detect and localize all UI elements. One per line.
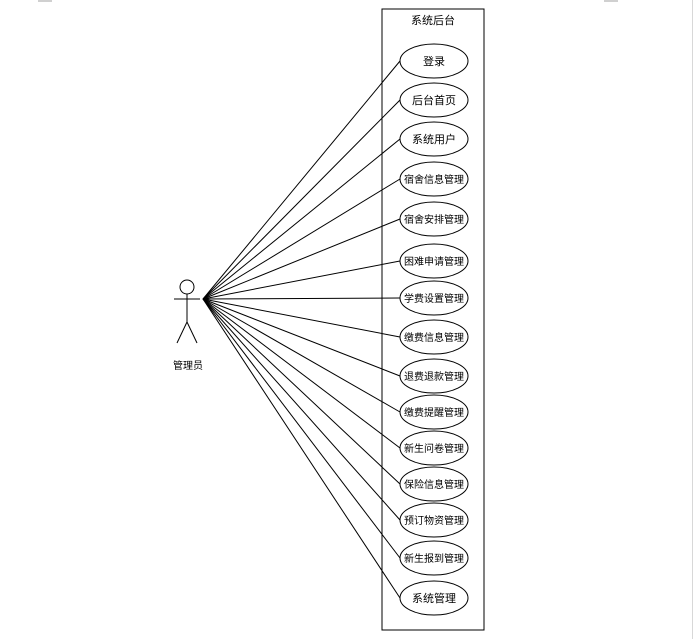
use-case: 系统用户: [399, 121, 469, 157]
use-case: 后台首页: [399, 82, 469, 118]
use-case-label: 缴费提醒管理: [404, 406, 464, 419]
page-corner-mark-left: [38, 0, 52, 2]
association-lines: [202, 60, 401, 599]
actor-left-leg: [176, 321, 188, 344]
association-line: [202, 298, 401, 521]
use-case: 缴费提醒管理: [399, 394, 469, 430]
use-case: 宿舍信息管理: [399, 161, 469, 197]
use-case-ellipse: [399, 280, 469, 316]
use-case-label: 保险信息管理: [404, 478, 464, 491]
association-line: [202, 178, 401, 300]
use-case-ellipse: [399, 82, 469, 118]
use-case: 宿舍安排管理: [399, 201, 469, 237]
association-line: [202, 298, 401, 413]
actor-right-leg: [186, 321, 198, 344]
use-case: 新生报到管理: [399, 540, 469, 576]
association-line: [202, 99, 401, 300]
use-case-ellipse: [399, 43, 469, 79]
association-line: [202, 297, 401, 300]
use-case-label: 后台首页: [412, 93, 456, 107]
use-case-ellipse: [399, 430, 469, 466]
system-title: 系统后台: [411, 13, 455, 27]
use-case-label: 预订物资管理: [404, 514, 464, 527]
actor-figure: [174, 279, 200, 344]
use-case-ellipse: [399, 580, 469, 616]
use-case-label: 缴费信息管理: [404, 331, 464, 344]
use-case: 缴费信息管理: [399, 319, 469, 355]
use-case-ellipse: [399, 161, 469, 197]
use-case-label: 退费退款管理: [404, 370, 464, 383]
use-case-ellipse: [399, 358, 469, 394]
actor-head: [179, 279, 195, 295]
use-case-label: 宿舍信息管理: [404, 173, 464, 186]
use-case: 预订物资管理: [399, 502, 469, 538]
use-case-list: 登录后台首页系统用户宿舍信息管理宿舍安排管理困难申请管理学费设置管理缴费信息管理…: [399, 43, 469, 616]
use-case-ellipse: [399, 121, 469, 157]
use-case: 系统管理: [399, 580, 469, 616]
use-case-label: 宿舍安排管理: [404, 213, 464, 226]
use-case-ellipse: [399, 466, 469, 502]
system-boundary: [381, 8, 485, 631]
use-case-ellipse: [399, 540, 469, 576]
association-line: [202, 138, 401, 300]
association-line: [202, 218, 401, 300]
association-line: [202, 298, 401, 449]
use-case-label: 学费设置管理: [404, 292, 464, 305]
use-case: 新生问卷管理: [399, 430, 469, 466]
use-case: 困难申请管理: [399, 243, 469, 279]
use-case-ellipse: [399, 394, 469, 430]
association-line: [202, 298, 401, 338]
association-line: [202, 60, 401, 300]
use-case-ellipse: [399, 502, 469, 538]
use-case-ellipse: [399, 201, 469, 237]
use-case: 退费退款管理: [399, 358, 469, 394]
page-corner-mark-right: [604, 0, 618, 2]
use-case-label: 登录: [423, 54, 445, 68]
association-line: [202, 298, 401, 559]
association-line: [202, 298, 401, 377]
association-line: [202, 298, 401, 485]
association-line: [202, 260, 401, 300]
use-case-ellipse: [399, 243, 469, 279]
use-case: 保险信息管理: [399, 466, 469, 502]
association-line: [202, 298, 401, 599]
use-case: 学费设置管理: [399, 280, 469, 316]
actor-label: 管理员: [173, 359, 203, 372]
use-case-label: 系统管理: [412, 591, 456, 605]
use-case: 登录: [399, 43, 469, 79]
use-case-label: 新生报到管理: [404, 552, 464, 565]
use-case-label: 困难申请管理: [404, 255, 464, 268]
use-case-label: 新生问卷管理: [404, 442, 464, 455]
use-case-label: 系统用户: [412, 132, 456, 146]
use-case-ellipse: [399, 319, 469, 355]
